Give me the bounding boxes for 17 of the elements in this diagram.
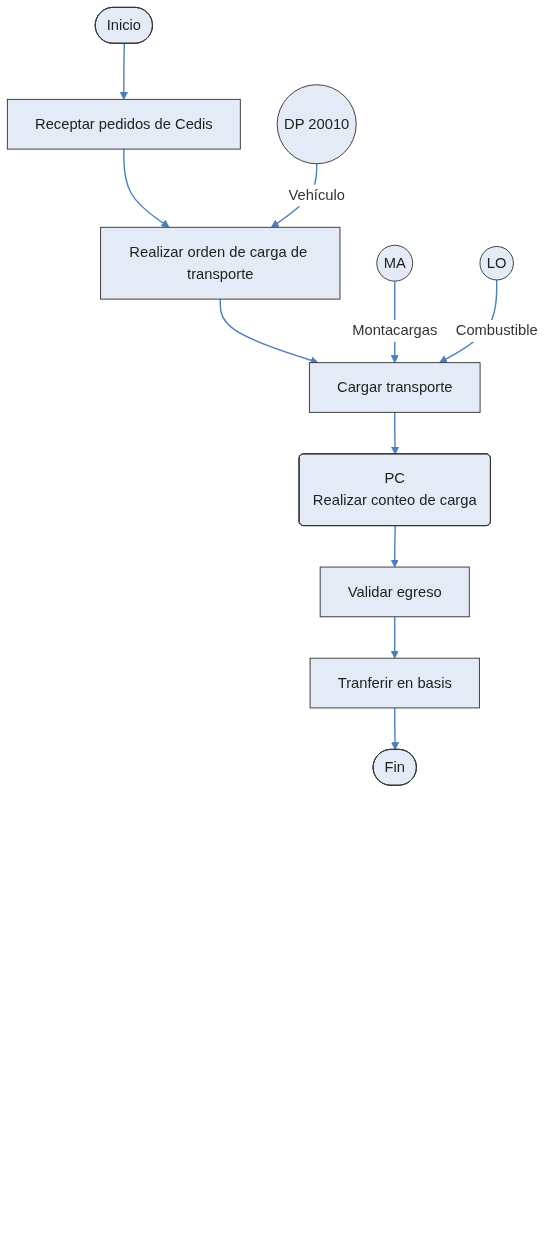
arrow	[391, 707, 400, 751]
arrow	[390, 616, 399, 659]
node-circle: LO	[479, 246, 514, 281]
node-box: Cargar transporte	[308, 362, 481, 413]
node-circle: DP 20010	[276, 84, 357, 165]
edge-label: Combustible	[455, 322, 538, 339]
arrow	[119, 43, 128, 100]
node-box: Receptar pedidos de Cedis	[6, 98, 241, 150]
node-circle: MA	[376, 244, 414, 282]
node-box: Tranferir en basis	[309, 657, 480, 709]
node-box: Validar egreso	[319, 566, 470, 618]
edge-label: Vehículo	[288, 187, 345, 203]
arrow	[123, 148, 170, 228]
arrow	[390, 525, 399, 568]
arrow	[391, 411, 400, 455]
edge-label: Montacargas	[352, 322, 438, 339]
node-box: Realizar orden de carga de transporte	[100, 226, 341, 300]
